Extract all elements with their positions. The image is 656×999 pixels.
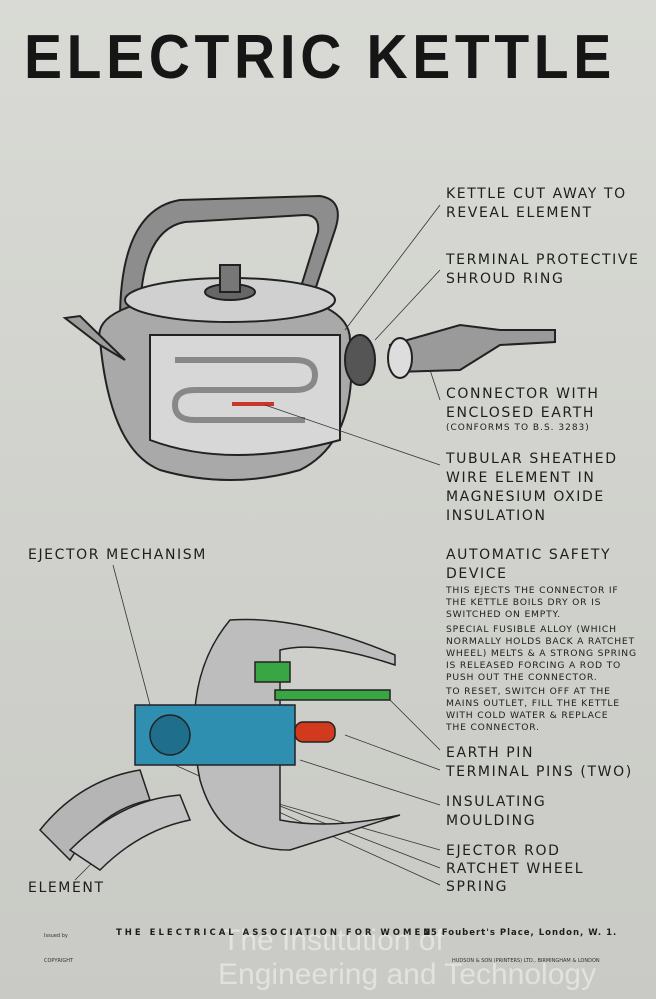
label-connector: CONNECTOR WITH ENCLOSED EARTH [446, 386, 600, 421]
label-spring: SPRING [446, 879, 509, 895]
label-terminal-pins: TERMINAL PINS (TWO) [446, 764, 633, 780]
copyright: COPYRIGHT [44, 958, 74, 964]
poster-title: ELECTRIC KETTLE [24, 23, 616, 92]
label-ejector-mechanism: EJECTOR MECHANISM [28, 547, 207, 563]
label-shroud-ring: TERMINAL PROTECTIVE SHROUD RING [446, 252, 640, 287]
leader-line [344, 204, 441, 331]
issued-by: Issued by [44, 933, 68, 939]
publisher: THE ELECTRICAL ASSOCIATION FOR WOMEN [116, 928, 434, 938]
label-ratchet-wheel: RATCHET WHEEL [446, 861, 585, 877]
leader-line [429, 369, 441, 401]
leader-line [344, 734, 441, 771]
label-conforms: (CONFORMS TO B.S. 3283) [446, 423, 590, 433]
safety-paragraph-1: THIS EJECTS THE CONNECTOR IF THE KETTLE … [446, 585, 619, 620]
kettle-drawing [62, 194, 556, 481]
leader-line [264, 404, 441, 466]
label-kettle-cutaway: KETTLE CUT AWAY TO REVEAL ELEMENT [446, 186, 627, 221]
safety-paragraph-3: TO RESET, SWITCH OFF AT THE MAINS OUTLET… [446, 686, 620, 733]
watermark-line-1: The Institution of [222, 924, 444, 957]
safety-paragraph-2: SPECIAL FUSIBLE ALLOY (WHICH NORMALLY HO… [446, 624, 637, 683]
leader-line [112, 564, 151, 706]
watermark-line-2: Engineering and Technology [218, 958, 597, 991]
label-ejector-rod: EJECTOR ROD [446, 843, 561, 859]
label-element-description: TUBULAR SHEATHED WIRE ELEMENT IN MAGNESI… [446, 451, 618, 524]
leader-line [374, 269, 441, 341]
leader-line [299, 759, 441, 806]
safety-device-title: AUTOMATIC SAFETY DEVICE [446, 547, 612, 582]
label-element: ELEMENT [28, 880, 105, 896]
label-insulating-moulding: INSULATING MOULDING [446, 794, 547, 829]
ejector-mechanism-drawing [38, 618, 401, 871]
label-earth-pin: EARTH PIN [446, 745, 535, 761]
address: 25 Foubert's Place, London, W. 1. [424, 928, 618, 938]
leader-line [389, 699, 441, 751]
printer: HUDSON & SON (PRINTERS) LTD., BIRMINGHAM… [452, 958, 600, 964]
